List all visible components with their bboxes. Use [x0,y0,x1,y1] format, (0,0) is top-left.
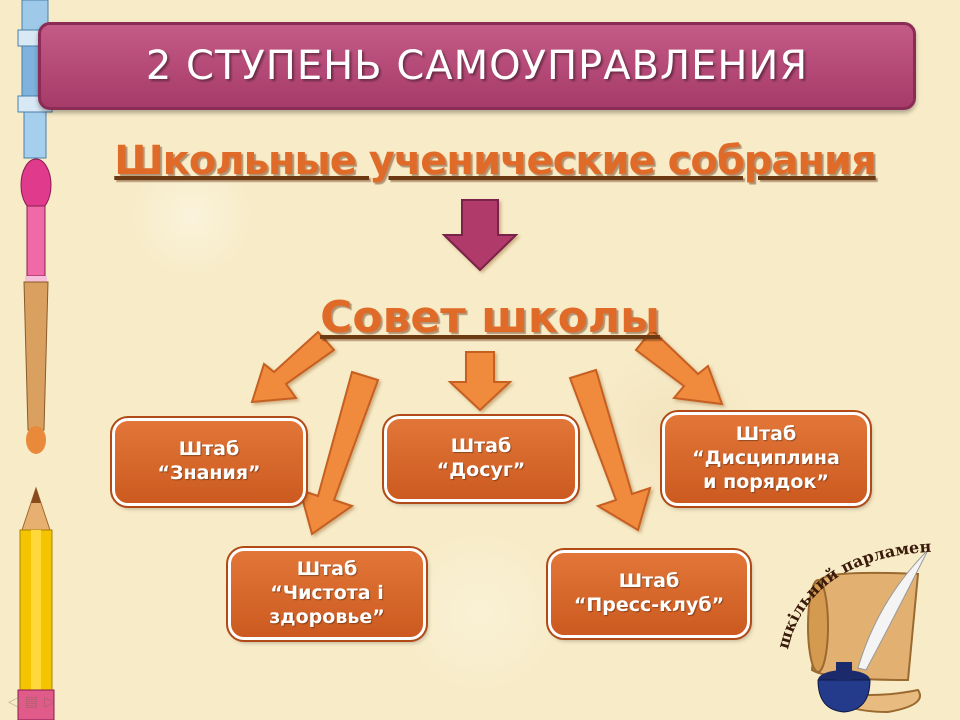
arrow-to-press-klub [568,368,652,532]
slide-title: 2 СТУПЕНЬ САМОУПРАВЛЕНИЯ [145,43,809,89]
arrow-to-chistota [298,370,380,536]
box-label-line: Штаб [618,570,680,593]
box-label-line: Штаб [296,558,358,581]
inkwell-icon [817,662,871,713]
title-bar: 2 СТУПЕНЬ САМОУПРАВЛЕНИЯ [38,22,916,110]
box-label-line: Штаб [178,438,240,461]
pen-icon [17,0,53,159]
menu-nav-icon[interactable]: ▤ [24,694,39,710]
box-label-line: “Чистота і [270,582,384,605]
arrow-to-dosug [447,351,513,412]
down-arrow-main [441,199,519,272]
box-label-line: “Досуг” [436,459,526,481]
left-nav-icon[interactable]: ◁ [8,694,19,710]
shtab-chistota-box: Штаб “Чистота і здоровье” [226,546,428,642]
box-label-line: и порядок” [703,470,829,493]
box-label-line: здоровье” [269,605,385,628]
quill-icon [857,549,929,671]
slide-navigation: ◁ ▤ ▷ [8,694,55,710]
subtitle-heading: Школьные ученические собрания [114,138,876,184]
stationery-decoration [17,0,55,720]
pencil-icon [17,486,55,720]
shtab-znaniya-box: Штаб “Знания” [110,416,308,508]
council-heading: Совет школы [320,292,660,343]
shtab-press-klub-box: Штаб “Пресс-клуб” [546,548,752,640]
shtab-dosug-box: Штаб “Досуг” [382,414,580,504]
brush-icon [20,158,52,454]
box-label-line: Штаб [735,423,797,446]
shtab-distsiplina-box: Штаб “Дисциплина и порядок” [660,410,872,508]
box-label-line: “Дисциплина [692,447,840,470]
box-label-line: Штаб [450,435,512,458]
right-nav-icon[interactable]: ▷ [44,694,55,710]
box-label-line: “Знания” [157,462,261,484]
arrow-to-distsiplina [634,328,724,406]
arrow-to-znaniya [250,330,336,404]
parliament-logo: шкільний парламент [768,530,932,714]
box-label-line: “Пресс-клуб” [573,594,725,616]
